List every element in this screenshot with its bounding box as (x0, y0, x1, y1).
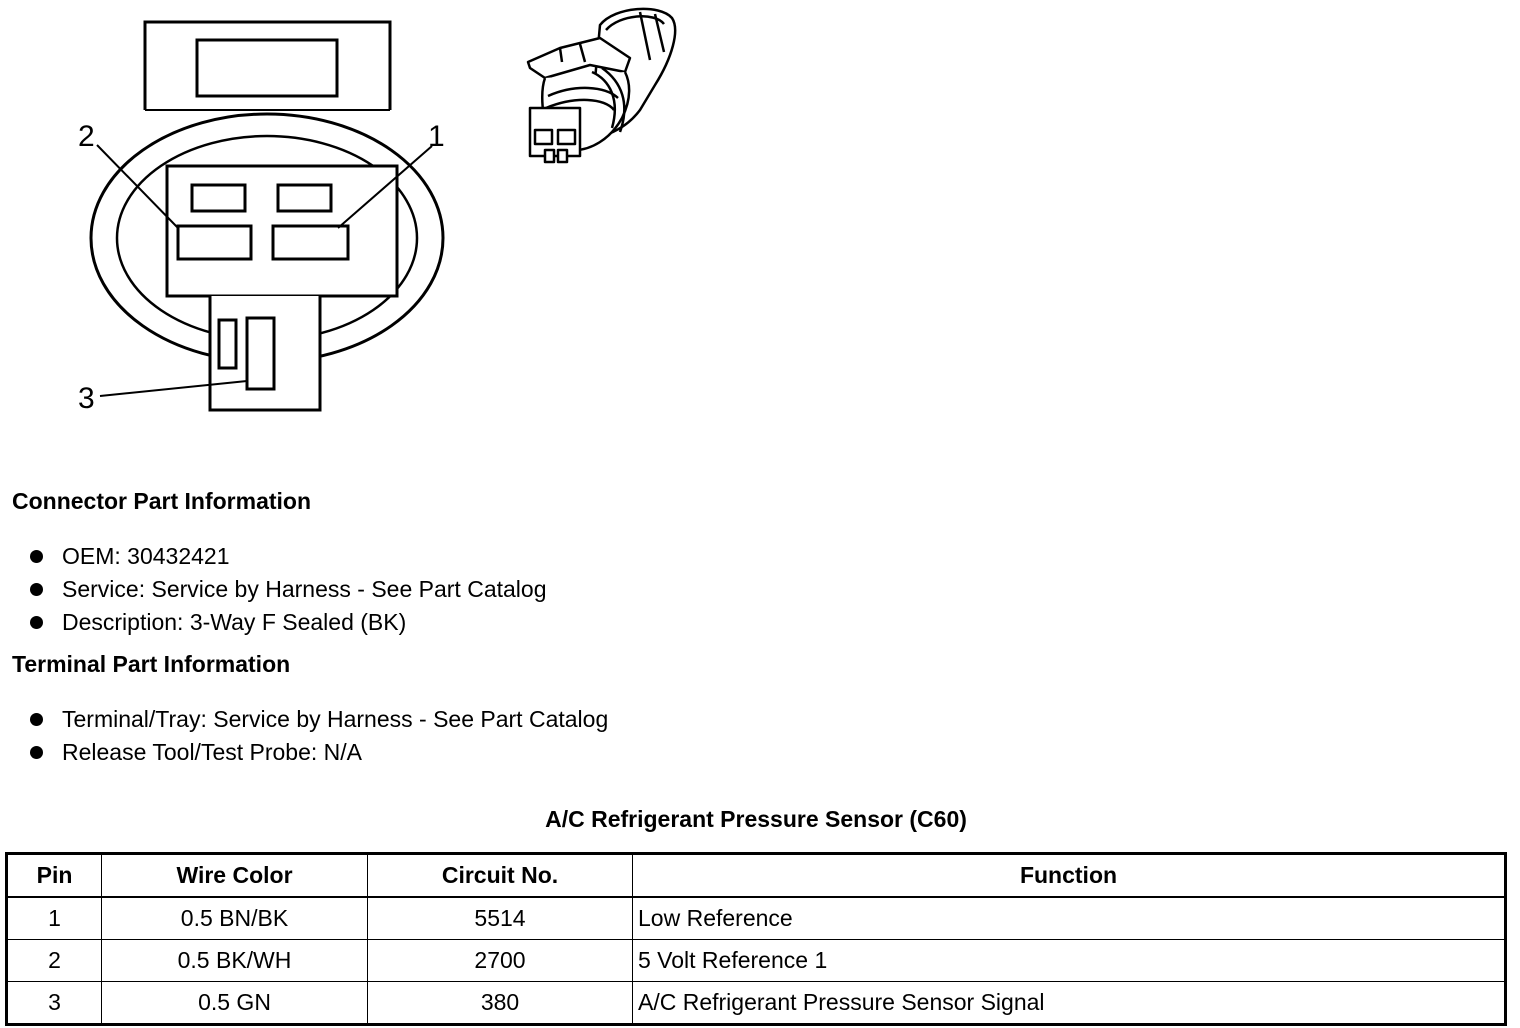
header-pin: Pin (6, 853, 102, 898)
terminal-cavity-1 (271, 224, 350, 261)
header-circuit-no: Circuit No. (367, 853, 633, 898)
list-item: Terminal/Tray: Service by Harness - See … (30, 703, 608, 736)
table-row: 2 0.5 BK/WH 2700 5 Volt Reference 1 (6, 939, 1506, 982)
connector-top-housing (143, 20, 392, 110)
cell-pin: 3 (6, 981, 102, 1025)
cell-function: Low Reference (632, 896, 1506, 940)
connector-illustration (526, 7, 677, 164)
cell-circuit-no: 5514 (367, 896, 633, 940)
list-item: Service: Service by Harness - See Part C… (30, 573, 546, 606)
header-function: Function (632, 853, 1506, 898)
terminal-slot-upper-right (276, 183, 333, 213)
connector-diagram: 2 1 3 (78, 7, 677, 415)
bullet-icon (30, 616, 43, 629)
table-row: 3 0.5 GN 380 A/C Refrigerant Pressure Se… (6, 981, 1506, 1025)
bullet-icon (30, 550, 43, 563)
header-wire-color: Wire Color (101, 853, 368, 898)
terminal-info-heading: Terminal Part Information (12, 651, 291, 677)
list-item: Description: 3-Way F Sealed (BK) (30, 606, 546, 639)
connector-info-list: OEM: 30432421 Service: Service by Harnes… (30, 540, 546, 639)
connector-latch-window (195, 38, 339, 98)
cell-pin: 2 (6, 939, 102, 982)
cell-wire-color: 0.5 GN (101, 981, 368, 1025)
connector-info-heading: Connector Part Information (12, 488, 312, 514)
list-item: OEM: 30432421 (30, 540, 546, 573)
pin-label-3: 3 (78, 382, 95, 415)
bullet-icon (30, 713, 43, 726)
terminal-cavity-3 (245, 316, 276, 391)
terminal-slot-small (217, 318, 238, 370)
bullet-icon (30, 583, 43, 596)
list-item: Release Tool/Test Probe: N/A (30, 736, 608, 769)
cell-wire-color: 0.5 BN/BK (101, 896, 368, 940)
terminal-info-list: Terminal/Tray: Service by Harness - See … (30, 703, 608, 769)
terminal-cavity-2 (176, 224, 253, 261)
cell-wire-color: 0.5 BK/WH (101, 939, 368, 982)
cell-circuit-no: 2700 (367, 939, 633, 982)
bullet-icon (30, 746, 43, 759)
cell-circuit-no: 380 (367, 981, 633, 1025)
cell-function: 5 Volt Reference 1 (632, 939, 1506, 982)
pin-table: Pin Wire Color Circuit No. Function 1 0.… (5, 852, 1507, 1026)
pin-label-2: 2 (78, 120, 95, 153)
cell-pin: 1 (6, 896, 102, 940)
pin-label-1: 1 (428, 120, 445, 153)
table-row: 1 0.5 BN/BK 5514 Low Reference (6, 896, 1506, 940)
table-header-row: Pin Wire Color Circuit No. Function (6, 853, 1506, 898)
pin-table-title: A/C Refrigerant Pressure Sensor (C60) (545, 806, 967, 832)
terminal-slot-upper-left (190, 183, 247, 213)
cell-function: A/C Refrigerant Pressure Sensor Signal (632, 981, 1506, 1025)
